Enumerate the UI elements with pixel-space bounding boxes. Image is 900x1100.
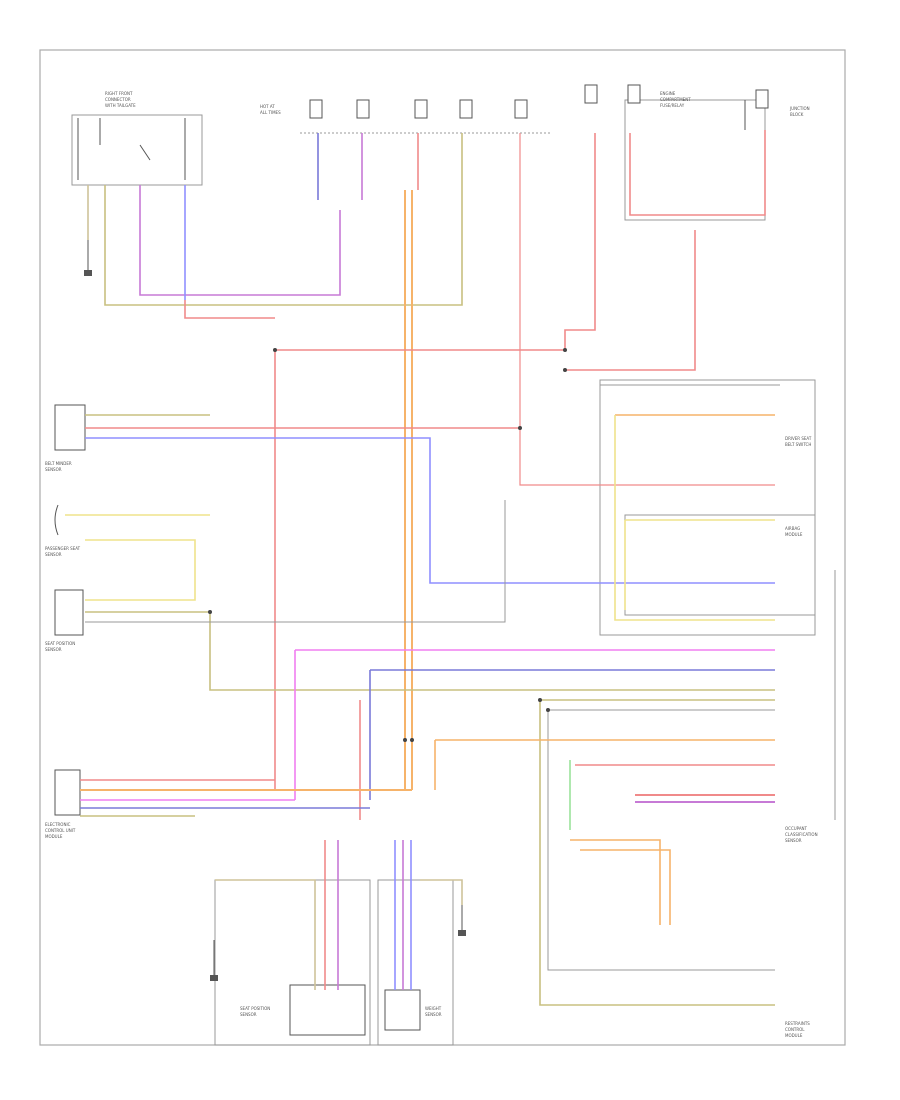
svg-text:MODULE: MODULE — [45, 834, 63, 839]
svg-text:SENSOR: SENSOR — [45, 467, 62, 472]
wire-3 — [139, 185, 341, 296]
splice-dot — [208, 610, 212, 614]
left-sensor-3: SEAT POSITION SENSOR — [45, 589, 84, 652]
top-left-switch-assembly: RIGHT FRONT CONNECTOR WITH TAILGATE — [71, 91, 203, 186]
svg-text:BELT MINDER: BELT MINDER — [45, 461, 72, 466]
svg-text:SEAT POSITION: SEAT POSITION — [45, 641, 75, 646]
wire-2 — [104, 133, 463, 306]
wire-20 — [85, 539, 196, 601]
right-module-connector: DRIVER SEAT BELT SWITCH AIRBAG MODULE OC… — [785, 436, 836, 1038]
splice-dot — [410, 738, 414, 742]
diagram-frame — [39, 49, 846, 1046]
svg-text:SENSOR: SENSOR — [785, 838, 802, 843]
svg-text:CLASSIFICATION: CLASSIFICATION — [785, 832, 818, 837]
svg-text:JUNCTION: JUNCTION — [789, 106, 810, 111]
wire-54 — [215, 879, 316, 990]
wire-33 — [539, 700, 775, 1006]
left-module-bottom: ELECTRONIC CONTROL UNIT MODULE — [45, 769, 81, 839]
svg-text:ALL TIMES: ALL TIMES — [260, 110, 281, 115]
wire-14 — [565, 230, 696, 371]
wire-25 — [614, 415, 775, 621]
svg-text:DRIVER SEAT: DRIVER SEAT — [785, 436, 812, 441]
fuse-block-top: HOT AT ALL TIMES — [260, 99, 550, 134]
svg-text:FUSE/RELAY: FUSE/RELAY — [660, 103, 685, 108]
splice-dot — [563, 348, 567, 352]
wire-21 — [85, 611, 775, 691]
svg-text:MODULE: MODULE — [785, 532, 803, 537]
right-inner-box — [599, 379, 816, 636]
bottom-sensor-right: WEIGHT SENSOR — [377, 879, 466, 1046]
svg-text:CONNECTOR: CONNECTOR — [105, 97, 131, 102]
svg-text:SEAT POSITION: SEAT POSITION — [240, 1006, 270, 1011]
splice-dot — [273, 348, 277, 352]
svg-text:PASSENGER SEAT: PASSENGER SEAT — [45, 546, 81, 551]
svg-text:COMPARTMENT: COMPARTMENT — [660, 97, 691, 102]
splice-dot — [563, 368, 567, 372]
wire-18 — [519, 133, 775, 486]
top-right-relay-box: ENGINE COMPARTMENT FUSE/RELAY JUNCTION B… — [584, 84, 810, 221]
wire-35 — [547, 710, 775, 971]
ground-symbol — [84, 240, 92, 276]
wire-43 — [580, 849, 671, 925]
wires — [65, 130, 780, 1006]
svg-text:ENGINE: ENGINE — [660, 91, 676, 96]
svg-text:WITH TAILGATE: WITH TAILGATE — [105, 103, 136, 108]
svg-text:BLOCK: BLOCK — [790, 112, 804, 117]
svg-text:RIGHT FRONT: RIGHT FRONT — [105, 91, 133, 96]
splices — [208, 348, 567, 742]
left-sensor-2: PASSENGER SEAT SENSOR — [45, 504, 81, 557]
svg-text:BELT SWITCH: BELT SWITCH — [785, 442, 811, 447]
svg-text:AIRBAG: AIRBAG — [785, 526, 800, 531]
svg-text:SENSOR: SENSOR — [240, 1012, 257, 1017]
splice-dot — [538, 698, 542, 702]
svg-text:HOT AT: HOT AT — [260, 104, 275, 109]
svg-text:WEIGHT: WEIGHT — [425, 1006, 442, 1011]
left-sensor-1: BELT MINDER SENSOR — [45, 404, 86, 472]
wire-22 — [85, 500, 506, 623]
splice-dot — [403, 738, 407, 742]
svg-text:ELECTRONIC: ELECTRONIC — [45, 822, 71, 827]
bottom-sensor-left: SEAT POSITION SENSOR — [210, 879, 371, 1046]
svg-text:RESTRAINTS: RESTRAINTS — [785, 1021, 810, 1026]
svg-text:CONTROL: CONTROL — [785, 1027, 805, 1032]
splice-dot — [518, 426, 522, 430]
wire-13 — [629, 130, 766, 216]
svg-text:OCCUPANT: OCCUPANT — [785, 826, 808, 831]
svg-text:MODULE: MODULE — [785, 1033, 803, 1038]
svg-text:SENSOR: SENSOR — [45, 647, 62, 652]
wire-12 — [274, 133, 596, 790]
svg-text:CONTROL UNIT: CONTROL UNIT — [45, 828, 76, 833]
wire-55 — [420, 879, 463, 905]
wire-5 — [184, 300, 275, 319]
svg-text:SENSOR: SENSOR — [425, 1012, 442, 1017]
wire-42 — [570, 839, 661, 925]
wire-17 — [85, 437, 775, 584]
svg-text:SENSOR: SENSOR — [45, 552, 62, 557]
splice-dot — [546, 708, 550, 712]
